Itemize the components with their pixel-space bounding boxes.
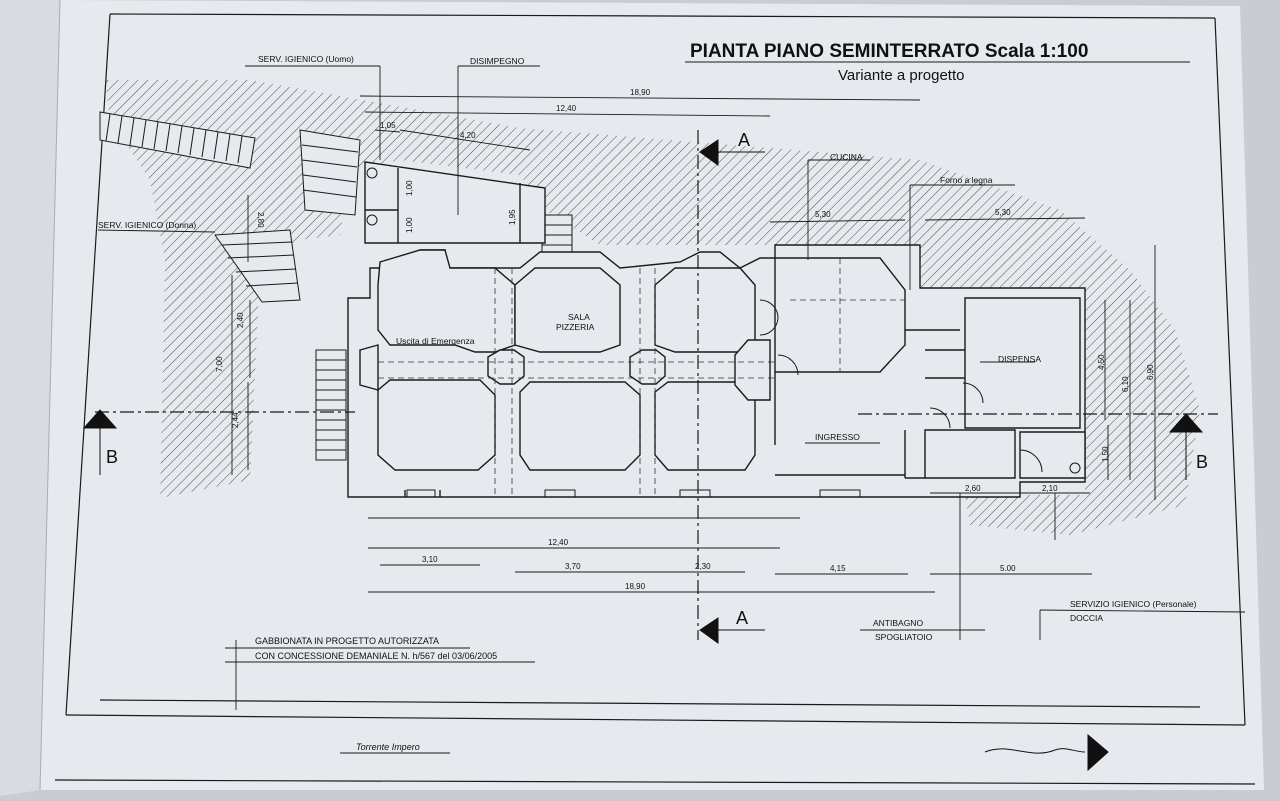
dimension-labels: 18,90 12,40 1,05 4,20 5,30 5,30 12,40 3,…	[215, 88, 1155, 591]
label-dispensa: DISPENSA	[998, 354, 1041, 364]
dim-b415: 4,15	[830, 564, 846, 573]
dim-b230: 2,30	[695, 562, 711, 571]
dim-b500: 5.00	[1000, 564, 1016, 573]
notes: GABBIONATA IN PROGETTO AUTORIZZATA CON C…	[255, 636, 497, 752]
dim-b1240: 12,40	[548, 538, 569, 547]
dim-150: 1,50	[1101, 446, 1110, 462]
structural-grid	[378, 258, 905, 497]
section-lines	[95, 130, 1218, 640]
terrain-hatch	[105, 80, 1200, 535]
note-river: Torrente Impero	[356, 742, 420, 752]
label-disimpegno: DISIMPEGNO	[470, 56, 525, 66]
dim-260: 2,60	[965, 484, 981, 493]
label-ingresso: INGRESSO	[815, 432, 860, 442]
label-serv-donna: SERV. IGIENICO (Donna)	[98, 220, 196, 230]
dim-610: 6,10	[1121, 376, 1130, 392]
section-a-top-letter: A	[738, 130, 750, 150]
section-markers	[82, 139, 1204, 772]
flow-wave	[984, 748, 1086, 754]
label-serv-personale: SERVIZIO IGIENICO (Personale)	[1070, 599, 1197, 609]
dim-690: 6,90	[1146, 364, 1155, 380]
dim-100a: 1,00	[405, 180, 414, 196]
dim-530b: 5,30	[995, 208, 1011, 217]
room-labels: SERV. IGIENICO (Uomo) DISIMPEGNO SERV. I…	[98, 54, 1197, 642]
section-a-bottom-letter: A	[736, 608, 748, 628]
label-sala: SALA	[568, 312, 590, 322]
plan-subtitle: Variante a progetto	[838, 67, 964, 84]
flow-arrow-icon	[1087, 733, 1109, 772]
label-uscita: Uscita di Emergenza	[396, 336, 475, 346]
dim-244: 2,44	[231, 412, 240, 428]
dim-700: 7,00	[215, 356, 224, 372]
label-antibagno: ANTIBAGNO	[873, 618, 923, 628]
label-spogliatoio: SPOGLIATOIO	[875, 632, 933, 642]
building-walls	[347, 161, 1086, 498]
dim-450: 4,50	[1097, 354, 1106, 370]
label-serv-uomo: SERV. IGIENICO (Uomo)	[258, 54, 354, 64]
dim-195: 1,95	[508, 209, 517, 225]
dim-280: 2,80	[256, 212, 265, 228]
exterior-stairs	[99, 111, 573, 461]
dim-b1890: 18,90	[625, 582, 646, 591]
section-b-left-letter: B	[106, 447, 118, 467]
dim-210: 2,10	[1042, 484, 1058, 493]
plan-title: PIANTA PIANO SEMINTERRATO Scala 1:100	[690, 41, 1088, 62]
label-doccia: DOCCIA	[1070, 613, 1103, 623]
dim-b310: 3,10	[422, 555, 438, 564]
section-letters: A A B B	[106, 130, 1208, 628]
dimension-lines	[97, 65, 1246, 754]
label-forno: Forno a legna	[940, 175, 993, 185]
label-pizzeria: PIZZERIA	[556, 322, 595, 332]
dim-b370: 3,70	[565, 562, 581, 571]
dim-105: 1,05	[380, 121, 396, 130]
note-gabbionata: GABBIONATA IN PROGETTO AUTORIZZATA	[255, 636, 439, 646]
dim-top-total: 18,90	[630, 88, 651, 97]
label-cucina: CUCINA	[830, 152, 863, 162]
dim-420: 4,20	[460, 131, 476, 140]
note-concessione: CON CONCESSIONE DEMANIALE N. h/567 del 0…	[255, 651, 497, 661]
section-b-right-letter: B	[1196, 452, 1208, 472]
dim-530a: 5,30	[815, 210, 831, 219]
dim-top-mid: 12,40	[556, 104, 577, 113]
paper-left-flap	[0, 0, 60, 796]
dim-240: 2,40	[236, 312, 245, 328]
dim-100b: 1,00	[405, 217, 414, 233]
paper-fold	[39, 0, 61, 791]
